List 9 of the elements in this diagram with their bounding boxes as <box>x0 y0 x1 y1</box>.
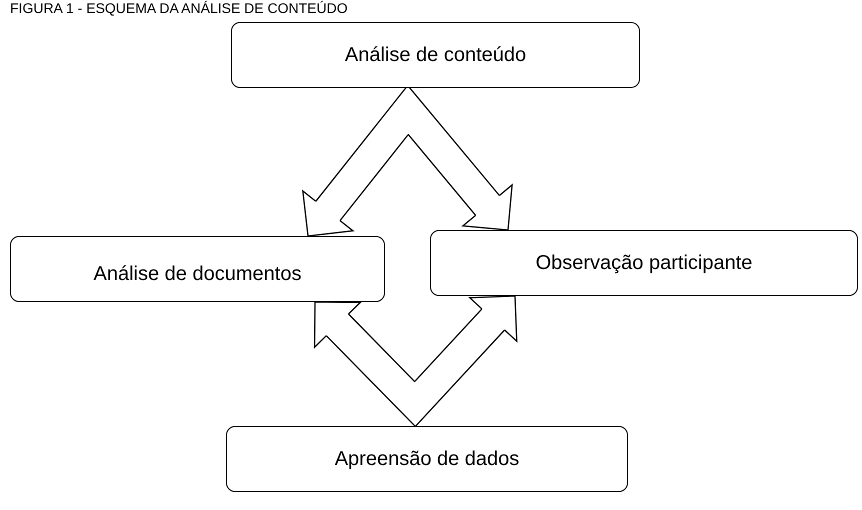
process-box <box>10 236 385 302</box>
box-label: Análise de conteúdo <box>344 44 526 66</box>
process-box <box>430 230 858 296</box>
box-label: Análise de documentos <box>94 262 302 286</box>
figure-title: FIGURA 1 - ESQUEMA DA ANÁLISE DE CONTEÚDO <box>10 0 348 16</box>
box-label: Observação participante <box>536 252 752 274</box>
process-box <box>231 22 640 88</box>
process-box <box>226 426 628 492</box>
box-label: Apreensão de dados <box>334 448 520 470</box>
